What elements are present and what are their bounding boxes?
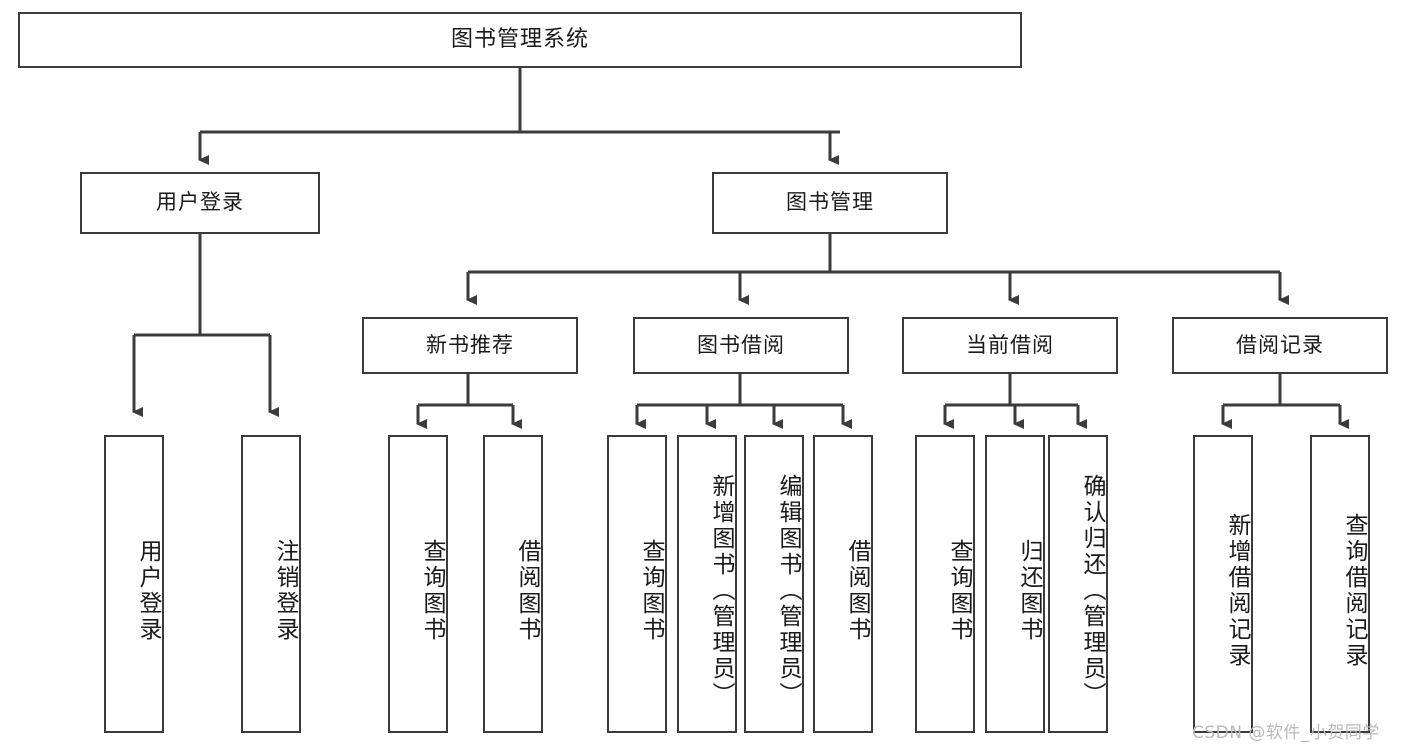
leaf-label: 借阅图书 [844, 539, 870, 643]
node-borrow-record[interactable]: 借阅记录 [1172, 317, 1388, 374]
leaf-new-book-borrow-book[interactable]: 借阅图书 [483, 435, 543, 733]
leaf-label: 查询图书 [638, 539, 664, 643]
leaf-label: 编辑图书（管理员） [775, 474, 801, 708]
leaf-label: 确认归还（管理员） [1079, 474, 1105, 708]
leaf-label: 查询图书 [946, 539, 972, 643]
node-root-system[interactable]: 图书管理系统 [18, 12, 1022, 68]
leaf-book-borrow-edit-book-admin[interactable]: 编辑图书（管理员） [744, 435, 804, 733]
leaf-user-login-login[interactable]: 用户登录 [104, 435, 164, 733]
leaf-user-login-logout[interactable]: 注销登录 [241, 435, 301, 733]
leaf-current-borrow-confirm-return-admin[interactable]: 确认归还（管理员） [1048, 435, 1108, 733]
leaf-borrow-record-query-record[interactable]: 查询借阅记录 [1310, 435, 1370, 733]
leaf-new-book-query-book[interactable]: 查询图书 [388, 435, 448, 733]
leaf-label: 新增借阅记录 [1224, 513, 1250, 669]
node-user-login[interactable]: 用户登录 [80, 172, 320, 234]
leaf-borrow-record-add-record[interactable]: 新增借阅记录 [1193, 435, 1253, 733]
leaf-label: 借阅图书 [514, 539, 540, 643]
leaf-book-borrow-query-book[interactable]: 查询图书 [607, 435, 667, 733]
node-current-borrow[interactable]: 当前借阅 [902, 317, 1118, 374]
leaf-label: 用户登录 [135, 539, 161, 643]
leaf-label: 新增图书（管理员） [708, 474, 734, 708]
leaf-label: 注销登录 [272, 539, 298, 643]
leaf-current-borrow-return-book[interactable]: 归还图书 [985, 435, 1045, 733]
leaf-current-borrow-query-book[interactable]: 查询图书 [915, 435, 975, 733]
node-new-book-recommend[interactable]: 新书推荐 [362, 317, 578, 374]
node-book-borrow[interactable]: 图书借阅 [633, 317, 849, 374]
leaf-book-borrow-add-book-admin[interactable]: 新增图书（管理员） [677, 435, 737, 733]
leaf-book-borrow-borrow-book[interactable]: 借阅图书 [813, 435, 873, 733]
node-book-management[interactable]: 图书管理 [712, 172, 948, 234]
leaf-label: 查询图书 [419, 539, 445, 643]
csdn-watermark: CSDN @软件_小贺同学 [1192, 723, 1380, 743]
leaf-label: 查询借阅记录 [1341, 513, 1367, 669]
leaf-label: 归还图书 [1016, 539, 1042, 643]
